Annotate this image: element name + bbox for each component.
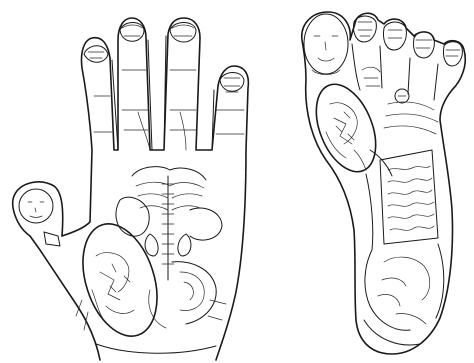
finger-details bbox=[94, 70, 244, 150]
thumb-zone bbox=[13, 182, 63, 246]
foot-intestine-zone bbox=[366, 150, 438, 250]
foot-heel-zone bbox=[364, 244, 444, 345]
hand-map bbox=[13, 18, 249, 360]
big-toe-zone bbox=[304, 14, 348, 75]
wrist-line bbox=[96, 344, 216, 353]
fingertip-zones bbox=[84, 23, 244, 93]
thenar-zone bbox=[70, 214, 171, 345]
foot-lung-zone bbox=[305, 76, 388, 181]
upper-sole-zones bbox=[362, 67, 438, 134]
finger-seam-4 bbox=[196, 40, 200, 150]
foot-map bbox=[302, 12, 465, 354]
palm-organs bbox=[116, 167, 226, 328]
hand-outline bbox=[30, 18, 248, 360]
